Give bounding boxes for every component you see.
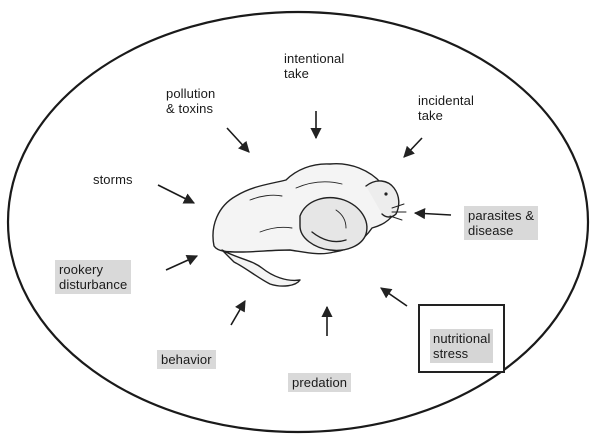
label-parasites-disease: parasites & disease	[464, 206, 538, 240]
arrow-incidental-take	[404, 138, 422, 157]
label-behavior: behavior	[157, 350, 216, 369]
label-nutritional-stress: nutritional stress	[430, 329, 493, 363]
nutritional-stress-box: nutritional stress	[418, 304, 505, 373]
arrow-behavior	[231, 301, 245, 325]
label-incidental-take: incidental take	[418, 93, 474, 123]
arrow-rookery-disturbance	[166, 256, 197, 270]
label-pollution-toxins: pollution & toxins	[166, 86, 215, 116]
arrow-nutritional-stress	[381, 288, 407, 306]
sea-lion-illustration	[213, 164, 406, 286]
label-intentional-take: intentional take	[284, 51, 344, 81]
arrow-parasites-disease	[415, 213, 451, 215]
arrow-storms	[158, 185, 194, 203]
label-storms: storms	[93, 172, 133, 187]
label-predation: predation	[288, 373, 351, 392]
arrow-pollution-toxins	[227, 128, 249, 152]
label-rookery-disturbance: rookery disturbance	[55, 260, 131, 294]
